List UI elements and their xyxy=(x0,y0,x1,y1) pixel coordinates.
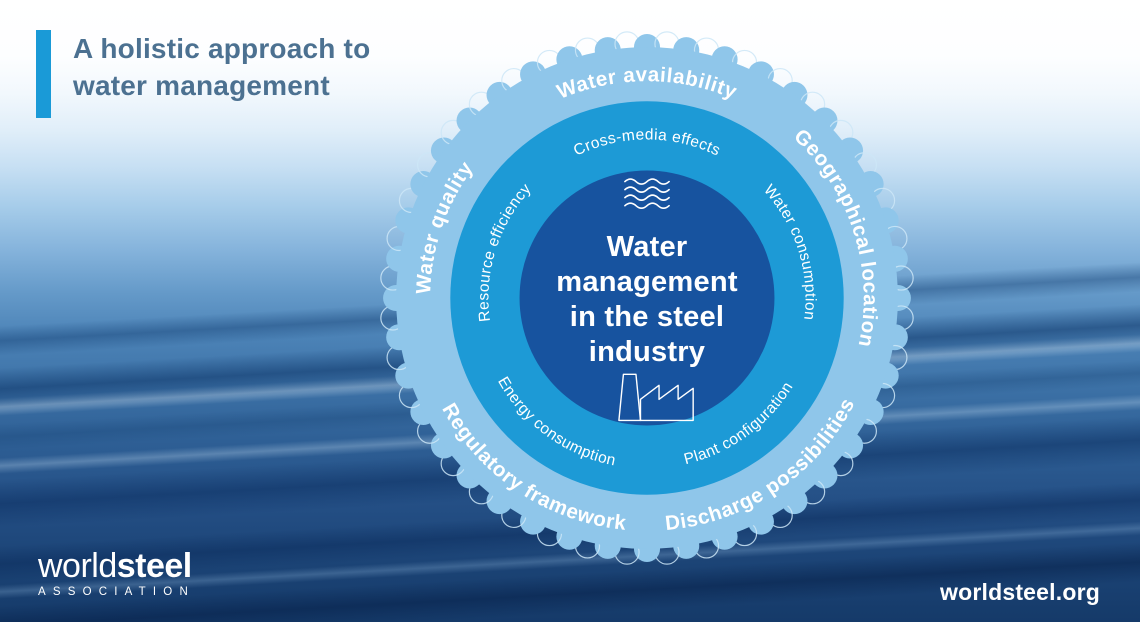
water-management-diagram: Water management in the steel industry C… xyxy=(380,31,914,565)
waves-icon xyxy=(624,178,670,209)
header: A holistic approach to water management xyxy=(36,30,370,118)
worldsteel-logo: worldsteel ASSOCIATION xyxy=(38,549,195,598)
title-accent-bar xyxy=(36,30,51,118)
center-title-line-3: in the steel xyxy=(570,301,724,333)
title-line-2: water management xyxy=(73,70,330,101)
factory-icon xyxy=(618,373,694,422)
page-title: A holistic approach to water management xyxy=(73,30,370,104)
logo-wordmark: worldsteel xyxy=(38,549,195,583)
center-title-line-1: Water xyxy=(607,231,688,263)
logo-association: ASSOCIATION xyxy=(38,586,195,598)
center-title-line-4: industry xyxy=(589,336,706,368)
center-circle xyxy=(519,170,775,426)
center-title-line-2: management xyxy=(556,266,738,298)
website-url[interactable]: worldsteel.org xyxy=(940,579,1100,605)
logo-world: world xyxy=(38,547,117,585)
title-line-1: A holistic approach to xyxy=(73,33,371,64)
logo-steel: steel xyxy=(116,547,193,585)
